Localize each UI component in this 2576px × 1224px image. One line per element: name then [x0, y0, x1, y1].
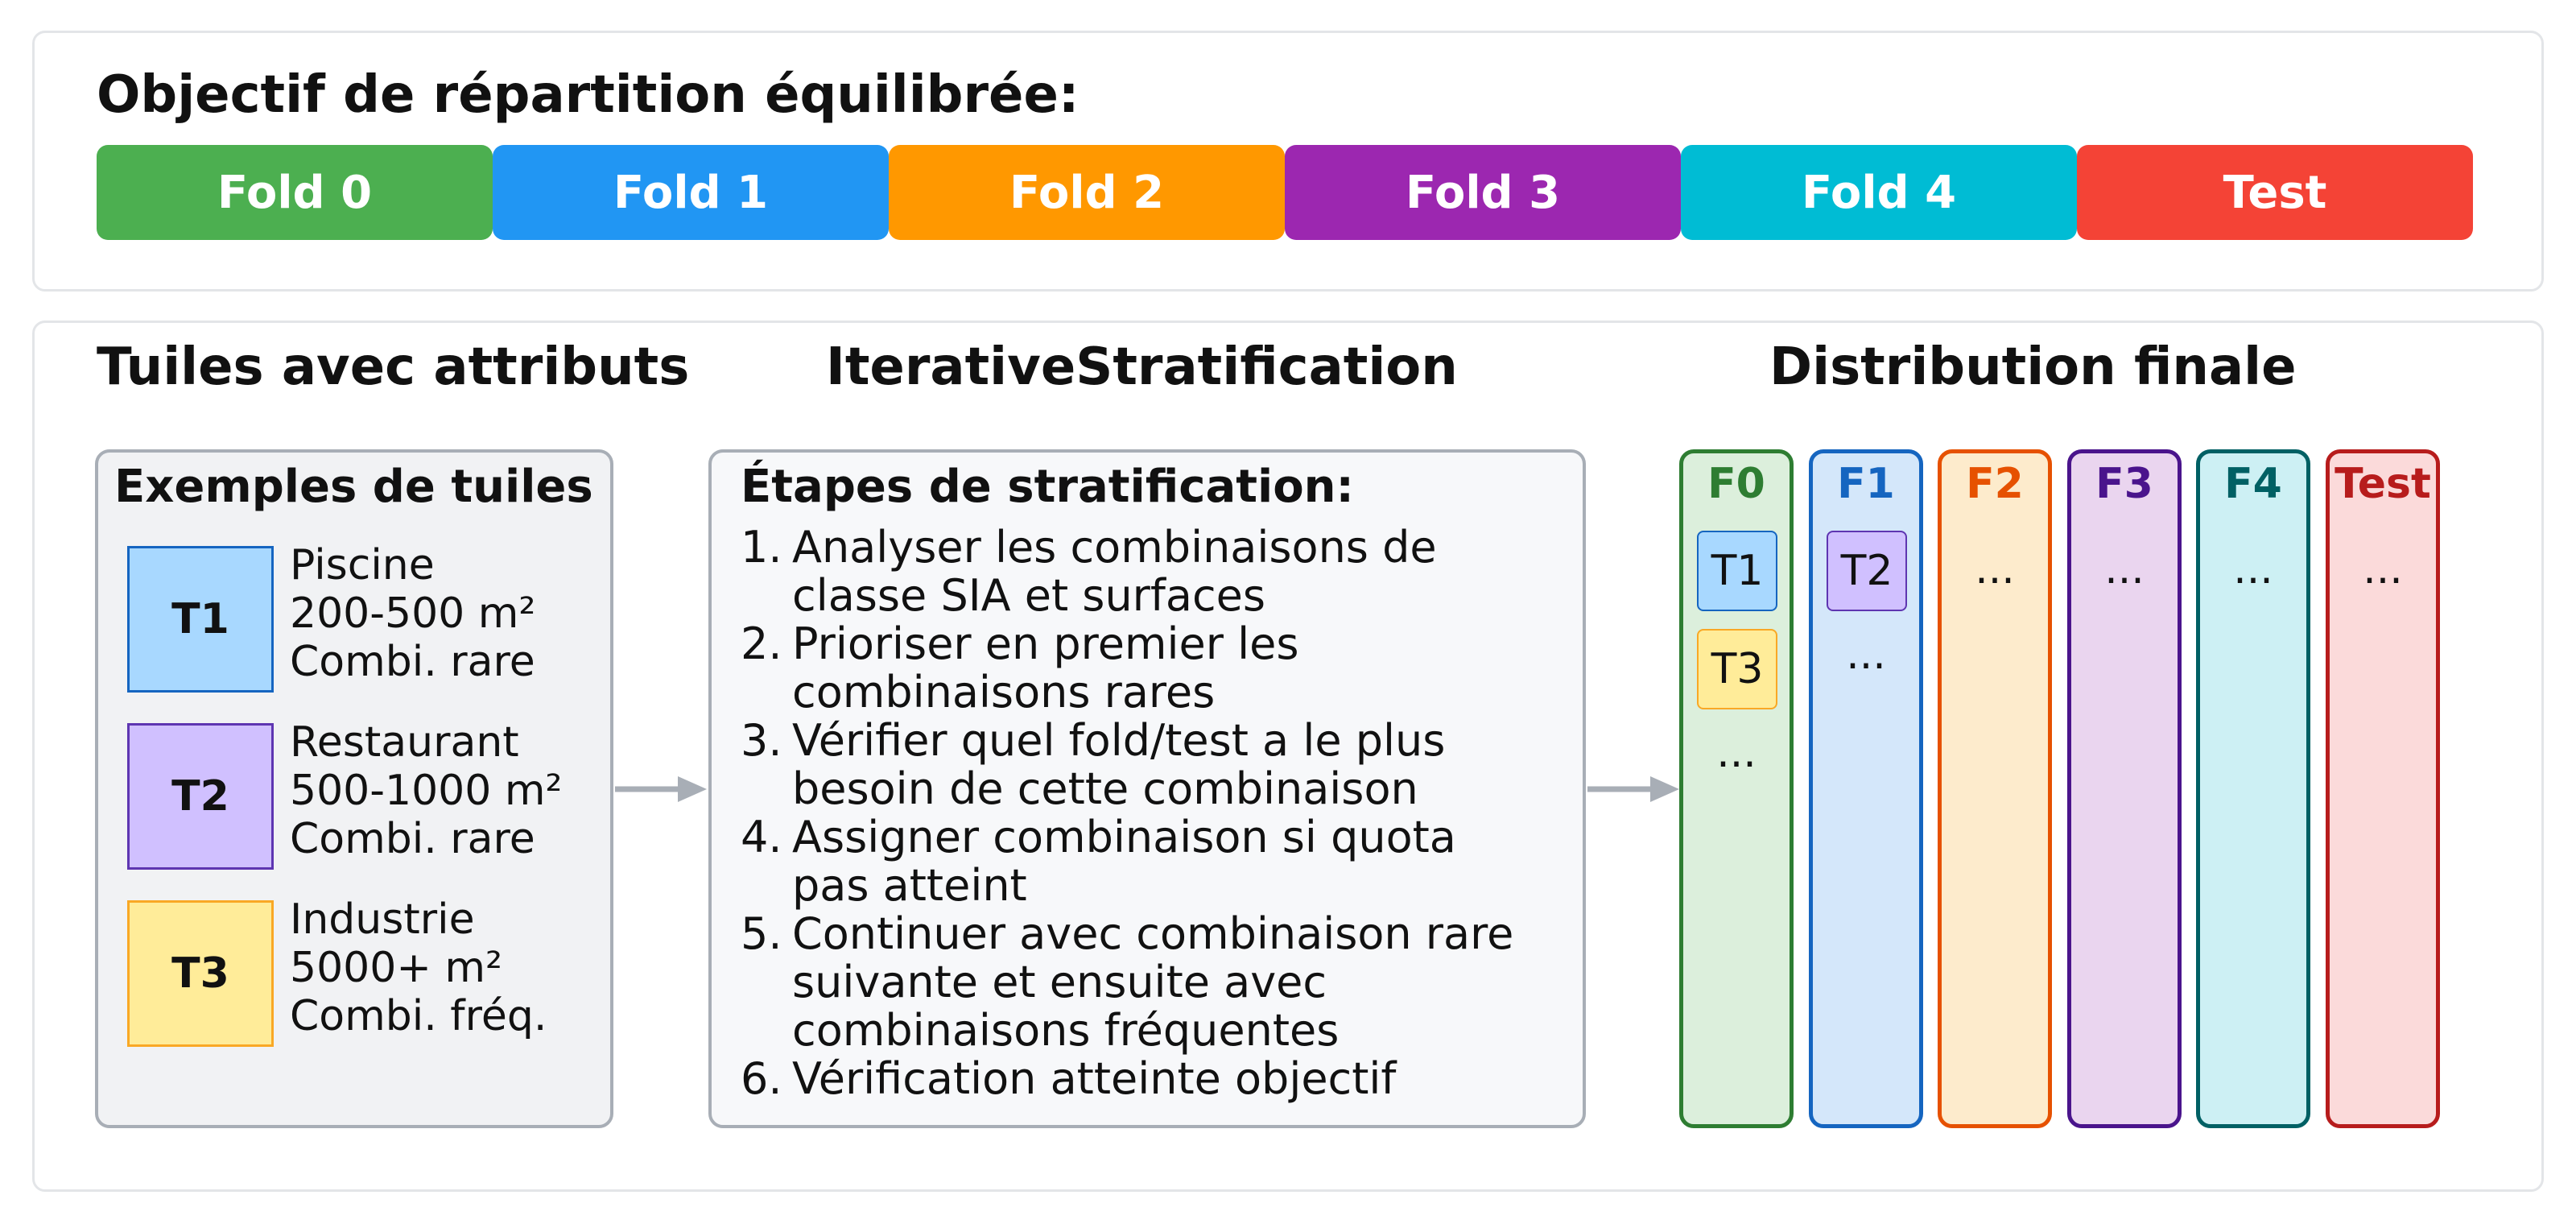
fold-bar-fold-4: Fold 4 [1681, 145, 2077, 240]
fold-bar-fold-0: Fold 0 [97, 145, 493, 240]
fold-column-label: F1 [1837, 460, 1895, 508]
objective-title: Objectif de répartition équilibrée: [97, 65, 1080, 125]
fold-column-label: F0 [1707, 460, 1765, 508]
step-text-line: combinaisons fréquentes [792, 1005, 1340, 1056]
tile-t1: T1 [127, 546, 274, 693]
fold-column-label: Test [2334, 460, 2431, 508]
fold-bar-fold-1: Fold 1 [493, 145, 889, 240]
stratification-steps-box [708, 449, 1586, 1128]
tile-description-line: 500-1000 m² [290, 767, 563, 815]
stratification-steps-title: Étapes de stratification: [741, 461, 1354, 513]
more-tiles-ellipsis: ... [2363, 545, 2403, 593]
tile-description-line: Combi. fréq. [290, 992, 547, 1040]
fold-column-f3: F3... [2067, 449, 2182, 1128]
fold-bar-test: Test [2077, 145, 2473, 240]
fold-column-label: F2 [1966, 460, 2024, 508]
fold-column-label: F4 [2224, 460, 2282, 508]
step-number: 4. [741, 812, 782, 862]
step-text-line: Vérification atteinte objectif [792, 1053, 1397, 1104]
step-text-line: besoin de cette combinaison [792, 763, 1418, 814]
tile-description-line: Restaurant [290, 718, 519, 767]
distribution-heading: Distribution finale [1769, 337, 2297, 397]
step-text-line: suivante et ensuite avec [792, 957, 1327, 1007]
step-number: 2. [741, 618, 782, 669]
stratification-heading: IterativeStratification [826, 337, 1458, 397]
step-text-line: combinaisons rares [792, 667, 1216, 717]
step-text-line: Assigner combinaison si quota [792, 812, 1456, 862]
step-number: 5. [741, 908, 782, 959]
more-tiles-ellipsis: ... [1846, 631, 1886, 679]
fold-column-test: Test... [2326, 449, 2440, 1128]
tiles-box-title: Exemples de tuiles [114, 461, 593, 513]
tile-t2: T2 [127, 723, 274, 870]
fold-column-f2: F2... [1938, 449, 2052, 1128]
tile-description-line: 5000+ m² [290, 944, 502, 992]
step-text-line: Analyser les combinaisons de [792, 522, 1437, 573]
step-number: 6. [741, 1053, 782, 1104]
step-text-line: pas atteint [792, 860, 1027, 911]
step-number: 1. [741, 522, 782, 573]
fold-bar-fold-3: Fold 3 [1285, 145, 1681, 240]
arrow-right-icon [615, 776, 707, 802]
arrow-right-icon [1587, 776, 1679, 802]
step-number: 3. [741, 715, 782, 766]
step-text-line: classe SIA et surfaces [792, 570, 1266, 621]
more-tiles-ellipsis: ... [2233, 545, 2273, 593]
more-tiles-ellipsis: ... [1975, 545, 2015, 593]
assigned-tile-t2: T2 [1827, 531, 1907, 611]
tile-description-line: Industrie [290, 895, 475, 944]
step-text-line: Prioriser en premier les [792, 618, 1299, 669]
assigned-tile-t1: T1 [1697, 531, 1777, 611]
tile-description-line: Combi. rare [290, 638, 535, 686]
assigned-tile-t3: T3 [1697, 629, 1777, 709]
fold-bar-fold-2: Fold 2 [889, 145, 1285, 240]
fold-column-f4: F4... [2196, 449, 2310, 1128]
step-text-line: Continuer avec combinaison rare [792, 908, 1514, 959]
tile-t3: T3 [127, 900, 274, 1047]
step-text-line: Vérifier quel fold/test a le plus [792, 715, 1446, 766]
tile-description-line: 200-500 m² [290, 589, 536, 638]
tile-description-line: Combi. rare [290, 815, 535, 863]
tile-description-line: Piscine [290, 541, 435, 589]
more-tiles-ellipsis: ... [1716, 729, 1757, 777]
stratification-step: 6.Vérification atteinte objectif [741, 1055, 1513, 1103]
fold-column-label: F3 [2095, 460, 2153, 508]
tiles-heading: Tuiles avec attributs [97, 337, 690, 397]
more-tiles-ellipsis: ... [2104, 545, 2145, 593]
